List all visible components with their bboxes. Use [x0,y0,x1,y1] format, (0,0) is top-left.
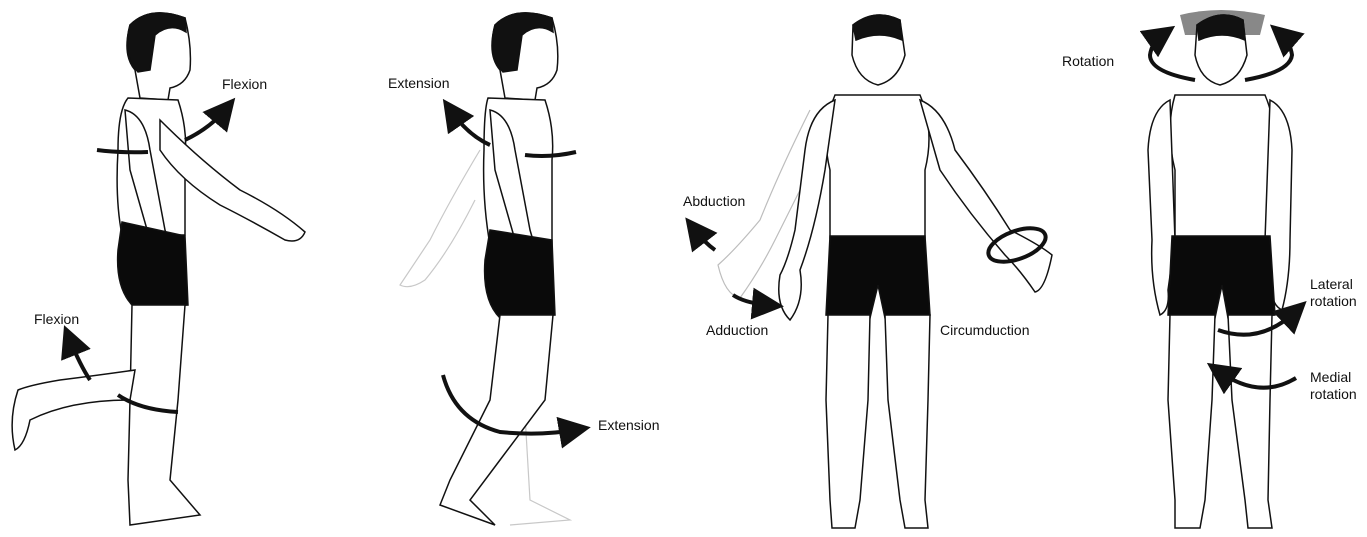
knee-axis-line [116,393,179,414]
shoulder-extension-arrow [442,98,491,147]
abduction-arrow [685,217,718,253]
head-rotation-arrow-right [1244,24,1305,82]
head-rotation-arrow-left [1139,25,1196,82]
shoulder-axis-line [96,148,149,155]
hip-extension-arrow [441,374,591,449]
shoulder-flexion-arrow [184,97,236,142]
circumduction-arrow [986,226,1048,264]
medial-rotation-arrow [1206,362,1298,395]
figure-abduction-ghost [717,109,821,299]
adduction-arrow [731,287,784,320]
label-shoulder-flexion: Flexion [222,76,268,92]
label-head-rotation: Rotation [1062,53,1115,69]
knee-flexion-arrow [61,325,92,382]
label-medial-rotation: Medial rotation [1310,369,1357,402]
label-circumduction: Circumduction [940,322,1030,338]
label-lateral-rotation: Lateral rotation [1310,276,1357,309]
lateral-rotation-arrow [1217,301,1307,337]
shoulder-axis-line-2 [524,150,577,158]
figure-abduction [778,14,1053,529]
label-knee-flexion: Flexion [34,311,80,327]
label-abduction: Abduction [683,193,746,209]
label-adduction: Adduction [706,322,769,338]
figure-flexion [11,12,306,526]
figure-rotation [1147,10,1293,529]
label-shoulder-extension: Extension [388,75,450,91]
label-hip-extension: Extension [598,417,660,433]
figure-extension [439,12,559,526]
